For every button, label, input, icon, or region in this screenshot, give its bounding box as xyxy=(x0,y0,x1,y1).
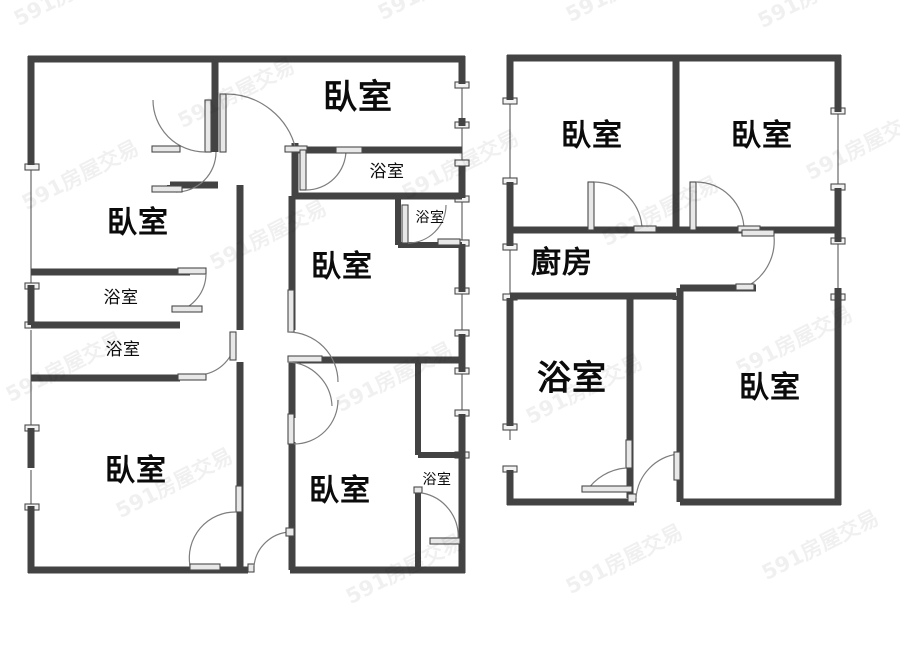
room-label-bedroom: 臥室 xyxy=(739,371,801,406)
door-swing-arc xyxy=(635,453,679,499)
door-swing-arc xyxy=(287,331,339,383)
door-swing-arc xyxy=(421,492,459,541)
door-leaf xyxy=(587,181,595,231)
door-leaf xyxy=(437,238,461,246)
left-floor-plan xyxy=(24,55,470,574)
door-leaf xyxy=(335,146,363,154)
room-label-kitchen: 廚房 xyxy=(531,246,593,281)
door-leaf xyxy=(151,145,181,153)
door-swing-arc xyxy=(188,511,237,567)
room-labels: 臥室 臥室 臥室 臥室 臥室 浴室 浴室 浴室 浴室 浴室 臥室 臥室 臥室 廚… xyxy=(104,78,801,509)
room-label-bedroom: 臥室 xyxy=(309,474,371,509)
door-leaf xyxy=(189,563,221,571)
door-leaf xyxy=(287,355,323,363)
room-label-bathroom: 浴室 xyxy=(370,162,405,182)
door-swing-arc xyxy=(293,399,339,445)
room-label-bedroom: 臥室 xyxy=(731,119,793,154)
door-leaf xyxy=(581,485,633,493)
room-label-bathroom: 浴室 xyxy=(423,471,452,488)
window-marker xyxy=(454,159,470,167)
door-swing-arc xyxy=(743,235,775,289)
door-leaf xyxy=(299,149,307,191)
door-leaf xyxy=(151,185,183,193)
room-label-bathroom: 浴室 xyxy=(537,359,607,399)
door-swing-arc xyxy=(407,204,447,244)
room-label-bathroom: 浴室 xyxy=(416,209,445,226)
door-leaf xyxy=(633,225,657,233)
door-leaf xyxy=(285,527,295,537)
door-leaf xyxy=(177,373,207,381)
room-label-bathroom: 浴室 xyxy=(104,288,139,308)
door-leaf xyxy=(204,99,212,153)
room-label-bathroom: 浴室 xyxy=(106,340,141,360)
room-label-bedroom: 臥室 xyxy=(323,78,393,118)
door-leaf xyxy=(171,305,203,313)
door-leaf xyxy=(284,145,308,153)
room-label-bedroom: 臥室 xyxy=(561,119,623,154)
door-swing-arc xyxy=(152,99,206,153)
door-swing-arc xyxy=(225,93,297,151)
door-swing-arc xyxy=(305,149,347,191)
door-leaf xyxy=(413,486,423,494)
door-leaf xyxy=(673,451,681,481)
door-leaf xyxy=(627,493,637,503)
door-leaf xyxy=(287,413,295,445)
right-floor-plan xyxy=(502,54,846,506)
door-leaf xyxy=(689,181,697,231)
door-leaf xyxy=(229,331,237,361)
room-label-bedroom: 臥室 xyxy=(105,454,167,489)
room-label-bedroom: 臥室 xyxy=(311,250,373,285)
door-leaf xyxy=(219,93,227,153)
door-leaf xyxy=(735,283,755,291)
room-label-bedroom: 臥室 xyxy=(107,206,169,241)
left-plan-doors xyxy=(151,93,461,573)
door-swing-arc xyxy=(253,531,291,567)
door-swing-arc xyxy=(175,151,217,193)
left-plan-windows xyxy=(24,80,470,511)
door-swing-arc xyxy=(593,181,643,231)
door-leaf xyxy=(177,267,207,275)
door-leaf xyxy=(741,229,775,237)
door-swing-arc xyxy=(287,361,333,407)
door-swing-arc xyxy=(695,181,745,231)
door-leaf xyxy=(235,485,243,513)
door-leaf xyxy=(287,289,295,333)
door-leaf xyxy=(625,439,633,469)
door-leaf xyxy=(429,537,461,545)
door-leaf xyxy=(401,204,409,244)
left-plan-walls xyxy=(27,55,466,574)
right-plan-doors xyxy=(581,181,775,503)
door-leaf xyxy=(247,563,255,573)
